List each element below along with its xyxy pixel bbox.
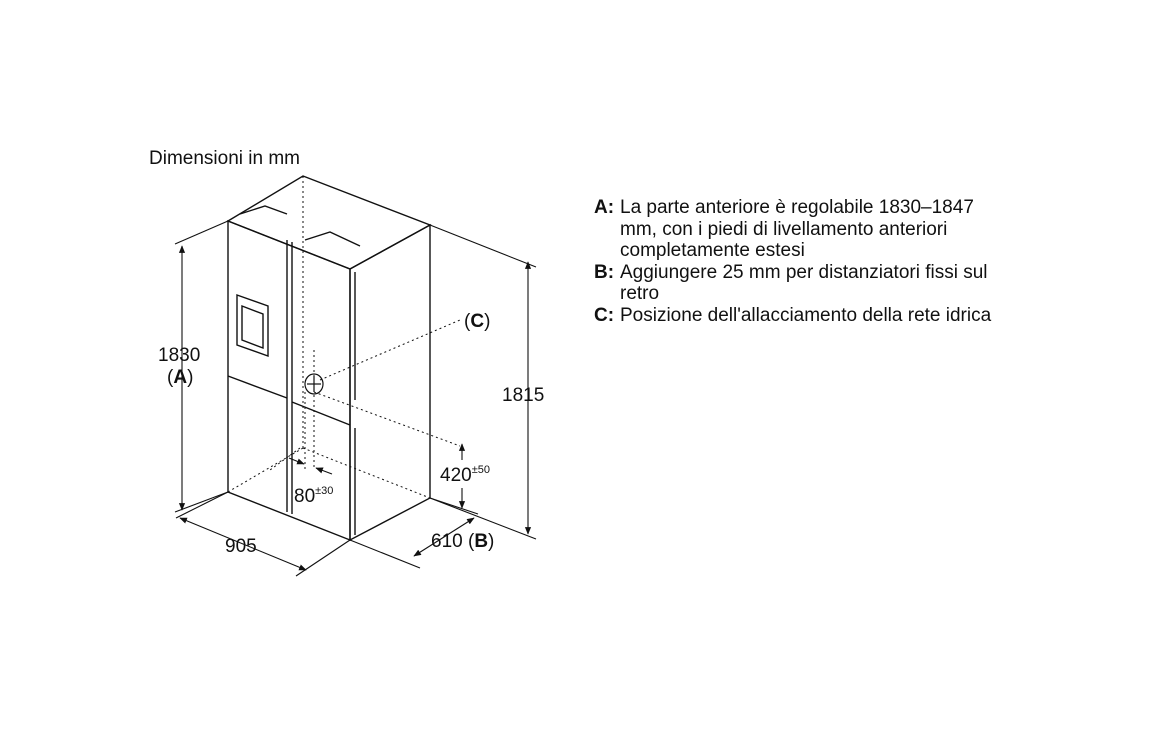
dim-width-value: 905 [225, 536, 257, 557]
note-a: A: La parte anteriore è regolabile 1830–… [594, 197, 974, 261]
dim-depth-610 [349, 497, 479, 569]
note-c: C: Posizione dell'allacciamento della re… [594, 304, 992, 326]
dim-height-1815 [429, 224, 537, 540]
dim-water-offset-value: 80±30 [294, 485, 333, 507]
dim-height-body-value: 1815 [502, 385, 544, 406]
dim-depth-value: 610 (B) [431, 531, 494, 552]
dim-height-ref: (A) [167, 367, 193, 388]
dim-height-1830 [174, 220, 229, 513]
leader-c [319, 319, 461, 381]
note-b: B: Aggiungere 25 mm per distanziatori fi… [594, 261, 988, 305]
dim-water-offset [288, 457, 333, 475]
dim-width-905 [175, 491, 351, 577]
dim-height-value: 1830 [158, 345, 200, 366]
hidden-edges [227, 176, 431, 499]
water-dispenser [236, 294, 269, 357]
water-connection-marker [304, 373, 324, 395]
notes-list: A: La parte anteriore è regolabile 1830–… [594, 197, 1014, 326]
label-c: (C) [464, 311, 490, 332]
page-title: Dimensioni in mm [149, 148, 300, 169]
dim-water-height-value: 420±50 [440, 464, 490, 486]
